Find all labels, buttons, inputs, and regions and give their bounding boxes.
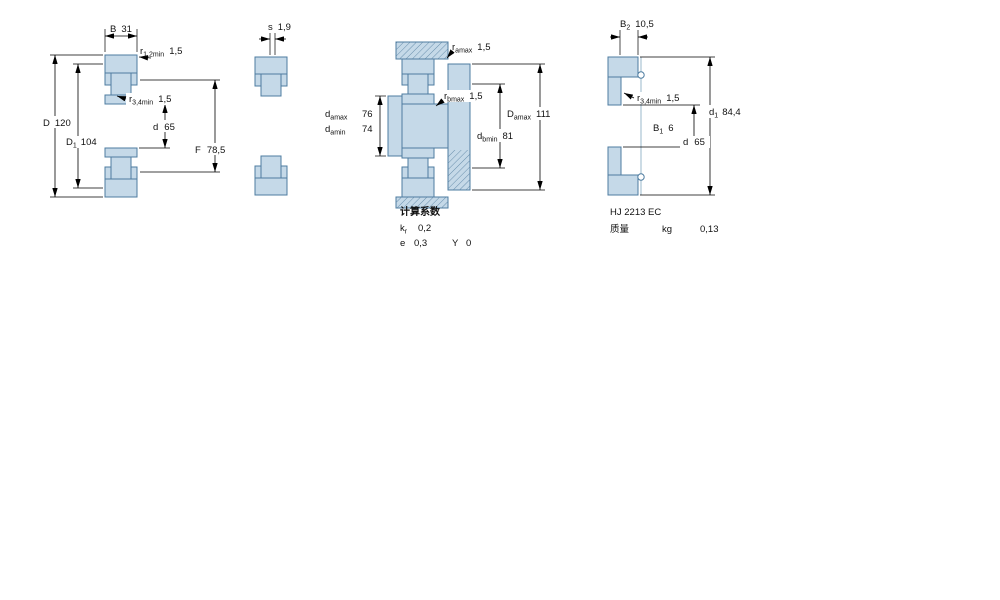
outer-flange-top-left bbox=[104, 72, 112, 86]
roller-bottom bbox=[260, 155, 282, 179]
roller-bottom bbox=[407, 157, 429, 179]
flange-top-left bbox=[254, 73, 262, 87]
leader-line bbox=[623, 92, 635, 100]
designation-label: HJ 2213 EC bbox=[610, 207, 661, 218]
label-backing bbox=[504, 107, 566, 120]
flange-top-right bbox=[280, 73, 288, 87]
leader-line bbox=[138, 55, 152, 61]
label-backing bbox=[680, 136, 710, 148]
roller-top bbox=[110, 72, 132, 96]
flange-bottom-right bbox=[280, 165, 288, 179]
outer-ring-bottom bbox=[104, 178, 138, 198]
mass-unit: kg bbox=[662, 224, 672, 235]
outer-ring-top bbox=[401, 58, 435, 75]
hj-lip-bottom bbox=[607, 146, 622, 176]
leader-line bbox=[446, 49, 455, 59]
abutment-hatch bbox=[448, 150, 470, 190]
hj-flange-top bbox=[607, 56, 639, 78]
flange-top-left bbox=[401, 73, 409, 86]
roller-top bbox=[407, 73, 429, 95]
housing-hatch-bottom bbox=[396, 197, 448, 208]
flange-top-right bbox=[427, 73, 435, 86]
label-backing bbox=[474, 129, 526, 142]
roller-top bbox=[260, 73, 282, 97]
roller-contact-marker-bottom bbox=[637, 173, 645, 181]
label-backing bbox=[40, 116, 76, 128]
hj-lip-top bbox=[607, 76, 622, 106]
outer-flange-top-right bbox=[130, 72, 138, 86]
flange-bottom-right bbox=[427, 166, 435, 179]
inner-ring-bottom bbox=[104, 147, 138, 158]
hj-flange-bottom bbox=[607, 174, 639, 196]
outer-ring-top bbox=[254, 56, 288, 75]
roller-bottom bbox=[110, 156, 132, 180]
label-backing bbox=[63, 136, 102, 148]
inner-ring-top bbox=[401, 93, 435, 105]
label-backing bbox=[634, 92, 692, 104]
label-backing bbox=[192, 143, 234, 155]
label-backing bbox=[150, 120, 180, 132]
housing-hatch-top bbox=[396, 42, 448, 59]
mass-value: 0,13 bbox=[700, 224, 719, 235]
outer-ring-bottom bbox=[401, 177, 435, 198]
leader-line bbox=[435, 98, 445, 107]
calc-factors-title: 计算系数 bbox=[400, 205, 441, 218]
roller-contact-marker-top bbox=[637, 71, 645, 79]
outer-ring-top bbox=[104, 54, 138, 74]
inner-ring-bottom bbox=[401, 147, 435, 159]
mass-label: 质量 bbox=[610, 223, 630, 235]
label-backing bbox=[441, 90, 493, 102]
label-backing bbox=[706, 105, 754, 118]
leader-line bbox=[116, 95, 127, 102]
outer-ring-bottom bbox=[254, 177, 288, 196]
flange-bottom-left bbox=[254, 165, 262, 179]
outer-flange-bottom-right bbox=[130, 166, 138, 180]
label-backing bbox=[126, 93, 182, 105]
flange-bottom-left bbox=[401, 166, 409, 179]
shaft-shoulder bbox=[387, 95, 403, 157]
outer-flange-bottom-left bbox=[104, 166, 112, 180]
